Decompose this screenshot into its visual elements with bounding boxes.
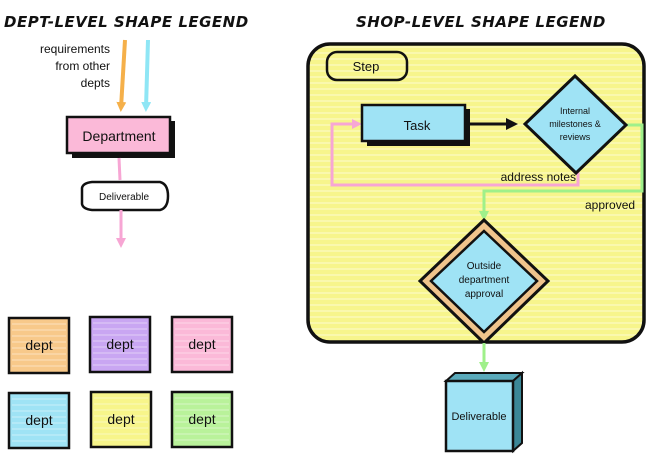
internal-line-3: reviews: [560, 132, 591, 142]
outside-line-3: approval: [465, 289, 503, 300]
internal-line-2: milestones &: [549, 119, 601, 129]
approved-label: approved: [585, 198, 635, 212]
requirements-line-1: requirements: [40, 42, 110, 56]
requirements-line-3: depts: [81, 76, 110, 90]
dept-tile-label: dept: [25, 337, 52, 353]
task-label: Task: [404, 118, 431, 133]
deliverable-tag: Deliverable: [80, 180, 170, 212]
dept-color-tiles: dept dept dept dept dept dept: [7, 315, 234, 450]
requirements-line-2: from other: [55, 59, 110, 73]
dept-tile-5: dept: [89, 390, 153, 449]
shop-deliverable-label: Deliverable: [451, 411, 506, 423]
dept-tile-label: dept: [25, 412, 52, 428]
outside-line-1: Outside: [467, 261, 502, 272]
dept-tile-2: dept: [88, 315, 152, 374]
department-label: Department: [82, 128, 155, 144]
dept-tile-label: dept: [106, 336, 133, 352]
outside-line-2: department: [459, 275, 510, 286]
department-shape: Department: [65, 115, 175, 158]
dept-tile-3: dept: [170, 315, 234, 374]
dept-tile-4: dept: [7, 391, 71, 450]
shop-deliverable-cube: Deliverable: [443, 370, 525, 454]
dept-tile-label: dept: [188, 336, 215, 352]
deliverable-label: Deliverable: [99, 192, 149, 203]
dept-legend-title: DEPT-LEVEL SHAPE LEGEND: [4, 13, 249, 31]
requirements-note: requirements from other depts: [40, 42, 110, 90]
dept-tile-label: dept: [188, 411, 215, 427]
dept-tile-6: dept: [170, 390, 234, 449]
task-shape: Task: [360, 103, 470, 146]
step-label-box: Step: [325, 50, 409, 82]
internal-review-diamond: Internal milestones & reviews: [522, 73, 629, 176]
pink-connector-top: [117, 157, 122, 181]
cyan-input-arrow: [141, 39, 152, 112]
address-notes-loop: [330, 119, 580, 187]
orange-input-arrow: [116, 39, 127, 112]
step-label: Step: [353, 59, 380, 74]
dept-tile-1: dept: [7, 316, 71, 375]
shop-legend-title: SHOP-LEVEL SHAPE LEGEND: [356, 13, 606, 31]
internal-line-1: Internal: [560, 106, 590, 116]
address-notes-label: address notes: [501, 170, 576, 184]
dept-tile-label: dept: [107, 411, 134, 427]
approved-path: [479, 123, 644, 221]
